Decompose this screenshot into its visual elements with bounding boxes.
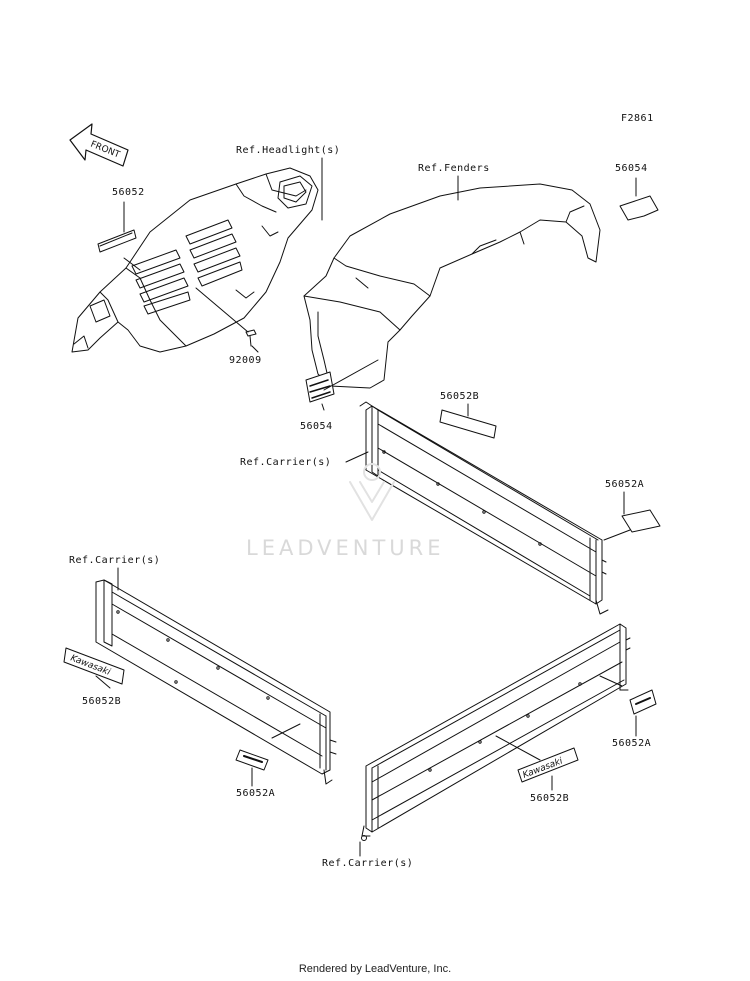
bolt-92009 — [245, 329, 257, 347]
label-56052a-right2: 56052A — [612, 738, 652, 749]
decal-56052a-right — [621, 509, 661, 533]
decal-56052 — [97, 229, 137, 253]
leader-lines — [95, 157, 637, 857]
decal-56054-top — [619, 195, 659, 221]
front-arrow-icon: FRONT — [69, 123, 129, 167]
label-56052: 56052 — [112, 187, 145, 198]
decal-56054-mule — [305, 371, 335, 403]
decal-56052a-right-mule — [629, 689, 657, 715]
label-ref-carrier-1: Ref.Carrier(s) — [240, 457, 332, 468]
footer-credit: Rendered by LeadVenture, Inc. — [298, 963, 452, 975]
label-ref-headlights: Ref.Headlight(s) — [236, 145, 341, 156]
decal-56052b-top — [439, 409, 497, 439]
label-ref-fenders: Ref.Fenders — [418, 163, 490, 174]
label-ref-carrier-3: Ref.Carrier(s) — [322, 858, 414, 869]
watermark-text: LEADVENTURE — [246, 536, 445, 560]
label-ref-carrier-2: Ref.Carrier(s) — [69, 555, 161, 566]
label-92009: 92009 — [229, 355, 262, 366]
carrier-panel-upper — [359, 401, 609, 615]
label-56052a-right: 56052A — [605, 479, 645, 490]
label-56052a-bottom: 56052A — [236, 788, 276, 799]
front-grille-panel — [71, 167, 319, 353]
decal-56052a-left-mule — [235, 749, 269, 771]
leadventure-watermark-logo — [349, 463, 395, 521]
label-56052b-left: 56052B — [82, 696, 122, 707]
label-56052b-bottom: 56052B — [530, 793, 570, 804]
label-56054-top: 56054 — [615, 163, 648, 174]
front-fender-panel — [303, 183, 601, 389]
diagram-id: F2861 — [621, 113, 654, 124]
carrier-panel-left — [95, 579, 337, 785]
label-56054-bottom: 56054 — [300, 421, 333, 432]
label-56052b-top: 56052B — [440, 391, 480, 402]
carrier-panel-tailgate — [361, 623, 631, 841]
